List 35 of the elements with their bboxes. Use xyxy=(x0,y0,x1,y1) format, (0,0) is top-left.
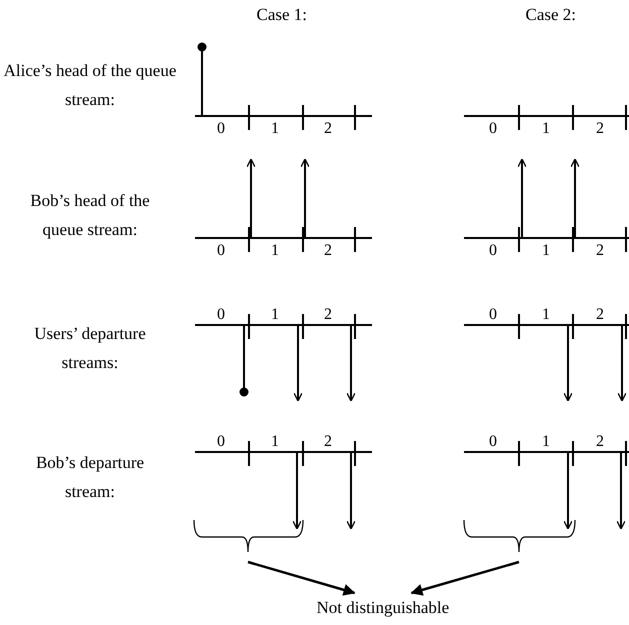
slot-number: 2 xyxy=(596,433,604,451)
slot-number: 0 xyxy=(489,242,497,260)
slot-number: 0 xyxy=(489,306,497,324)
case-heading: Case 2: xyxy=(526,4,576,26)
slot-number: 2 xyxy=(324,306,332,324)
slot-number: 1 xyxy=(271,433,279,451)
arrow xyxy=(410,560,520,596)
row-label: Alice’s head of the queue stream: xyxy=(2,60,178,111)
slot-number: 0 xyxy=(489,120,497,138)
slot-number: 0 xyxy=(217,242,225,260)
slot-number: 1 xyxy=(271,242,279,260)
curly-brace xyxy=(193,520,304,553)
slot-number: 1 xyxy=(542,120,550,138)
slot-number: 0 xyxy=(217,306,225,324)
slot-number: 1 xyxy=(271,120,279,138)
slot-number: 2 xyxy=(324,242,332,260)
slot-number: 1 xyxy=(542,242,550,260)
slot-number: 2 xyxy=(324,120,332,138)
slot-number: 1 xyxy=(542,433,550,451)
arrow xyxy=(248,560,356,596)
slot-number: 2 xyxy=(596,242,604,260)
row-label: Users’ departure streams: xyxy=(33,323,147,374)
slot-number: 2 xyxy=(324,433,332,451)
slot-number: 0 xyxy=(489,433,497,451)
slot-number: 2 xyxy=(596,306,604,324)
slot-number: 2 xyxy=(596,120,604,138)
slot-number: 0 xyxy=(217,120,225,138)
row-label: Bob’s departure stream: xyxy=(34,452,146,503)
slot-number: 1 xyxy=(542,306,550,324)
conclusion-text: Not distinguishable xyxy=(316,597,450,619)
slot-number: 0 xyxy=(217,433,225,451)
row-label: Bob’s head of the queue stream: xyxy=(29,190,151,241)
slot-number: 1 xyxy=(271,306,279,324)
curly-brace xyxy=(463,520,576,553)
case-heading: Case 1: xyxy=(256,4,308,26)
